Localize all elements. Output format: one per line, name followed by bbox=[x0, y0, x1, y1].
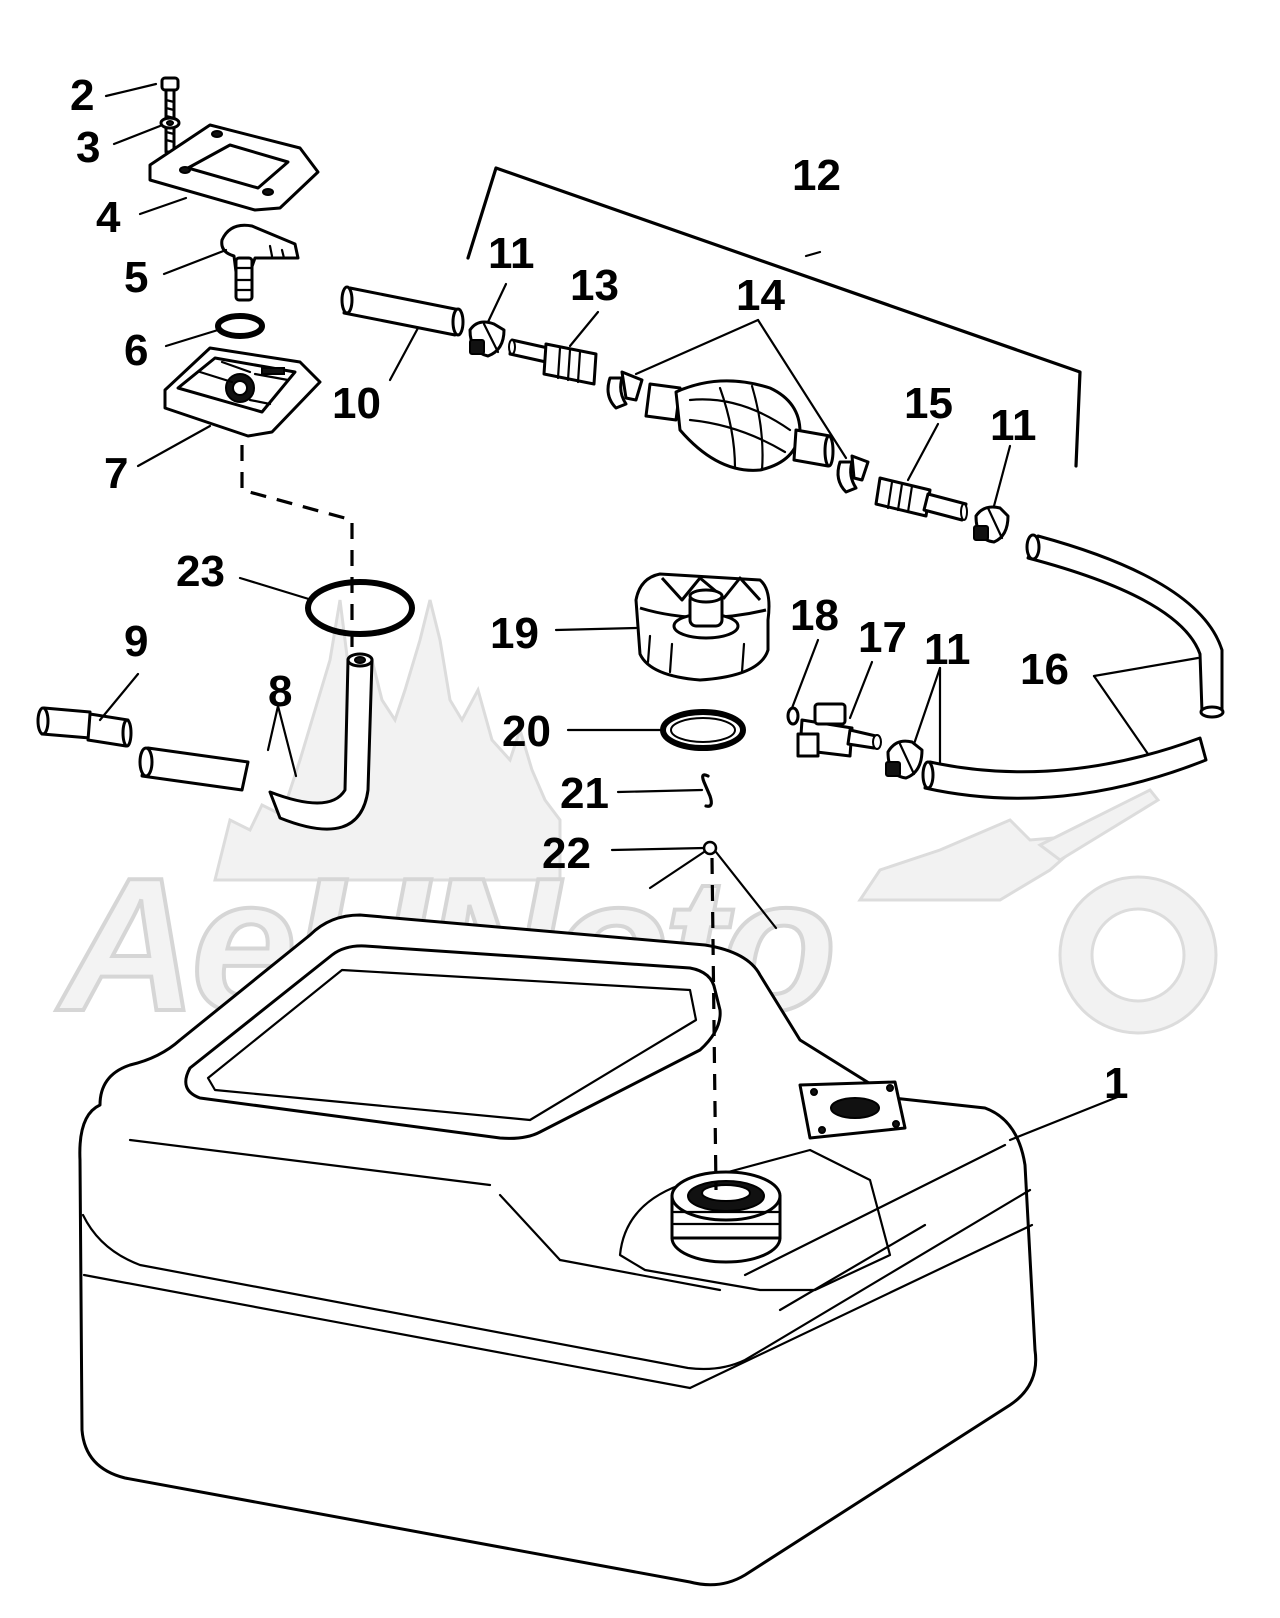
callout-5: 5 bbox=[124, 253, 148, 302]
callout-20: 20 bbox=[502, 707, 551, 756]
callout-11c: 11 bbox=[924, 625, 971, 674]
callout-7: 7 bbox=[104, 449, 128, 498]
part-14-clip-b bbox=[836, 454, 870, 494]
part-19-filler-cap bbox=[634, 572, 771, 682]
part-21-s-hook bbox=[701, 773, 713, 808]
leader-lines bbox=[98, 82, 1200, 1142]
callout-22: 22 bbox=[542, 829, 591, 878]
callout-13: 13 bbox=[570, 261, 619, 310]
callout-8: 8 bbox=[268, 667, 292, 716]
callout-12: 12 bbox=[792, 151, 841, 200]
part-11-clamp-b bbox=[973, 505, 1010, 544]
callout-9: 9 bbox=[124, 617, 148, 666]
part-1-fuel-tank bbox=[78, 913, 1038, 1587]
part-7-pickup-cap bbox=[163, 346, 322, 438]
part-8-pickup-tube bbox=[138, 652, 374, 831]
callout-2: 2 bbox=[70, 71, 94, 120]
part-23-o-ring bbox=[305, 579, 415, 637]
callout-17: 17 bbox=[858, 613, 907, 662]
callout-1: 1 bbox=[1104, 1059, 1128, 1108]
callout-3: 3 bbox=[76, 123, 100, 172]
part-16-hose bbox=[921, 533, 1225, 800]
tank-pickup-pad bbox=[798, 1080, 907, 1140]
part-14-clip-a bbox=[606, 370, 644, 410]
part-4-clamp-plate bbox=[148, 123, 320, 212]
part-14-primer-bulb bbox=[644, 379, 835, 472]
callout-6: 6 bbox=[124, 326, 148, 375]
tank-filler-recess bbox=[618, 1148, 892, 1292]
bracket-12 bbox=[466, 166, 1082, 468]
assembly-line-filler bbox=[710, 857, 718, 1191]
callout-15: 15 bbox=[904, 379, 953, 428]
callout-4: 4 bbox=[96, 193, 121, 242]
callout-11b: 11 bbox=[990, 401, 1037, 450]
part-11-clamp-a bbox=[468, 320, 506, 358]
callout-16: 16 bbox=[1020, 645, 1069, 694]
watermark-motorcycle bbox=[857, 788, 1218, 1035]
tank-handle-recess bbox=[184, 944, 722, 1140]
tank-seam bbox=[81, 1188, 1032, 1371]
part-17-fuel-connector bbox=[796, 702, 882, 758]
part-2-screw bbox=[160, 76, 180, 154]
part-20-gasket bbox=[660, 709, 746, 751]
callouts: 1 2 3 4 5 6 7 8 9 10 11 11 11 12 13 14 1… bbox=[70, 71, 1128, 1108]
part-5-elbow-fitting bbox=[220, 223, 300, 302]
callout-19: 19 bbox=[490, 609, 539, 658]
callout-21: 21 bbox=[560, 769, 609, 818]
callout-14: 14 bbox=[736, 271, 785, 320]
tank-filler-neck bbox=[670, 1170, 782, 1264]
part-18-o-ring bbox=[786, 706, 800, 726]
part-10-hose bbox=[340, 285, 465, 337]
callout-18: 18 bbox=[790, 591, 839, 640]
part-9-filter bbox=[36, 706, 133, 748]
part-6-o-ring bbox=[215, 313, 265, 339]
callout-23: 23 bbox=[176, 547, 225, 596]
part-13-connector bbox=[508, 338, 598, 386]
callout-11a: 11 bbox=[488, 229, 535, 278]
part-15-connector bbox=[874, 476, 968, 522]
part-11-clamp-c bbox=[885, 739, 924, 780]
part-3-washer bbox=[159, 116, 181, 130]
callout-10: 10 bbox=[332, 379, 381, 428]
